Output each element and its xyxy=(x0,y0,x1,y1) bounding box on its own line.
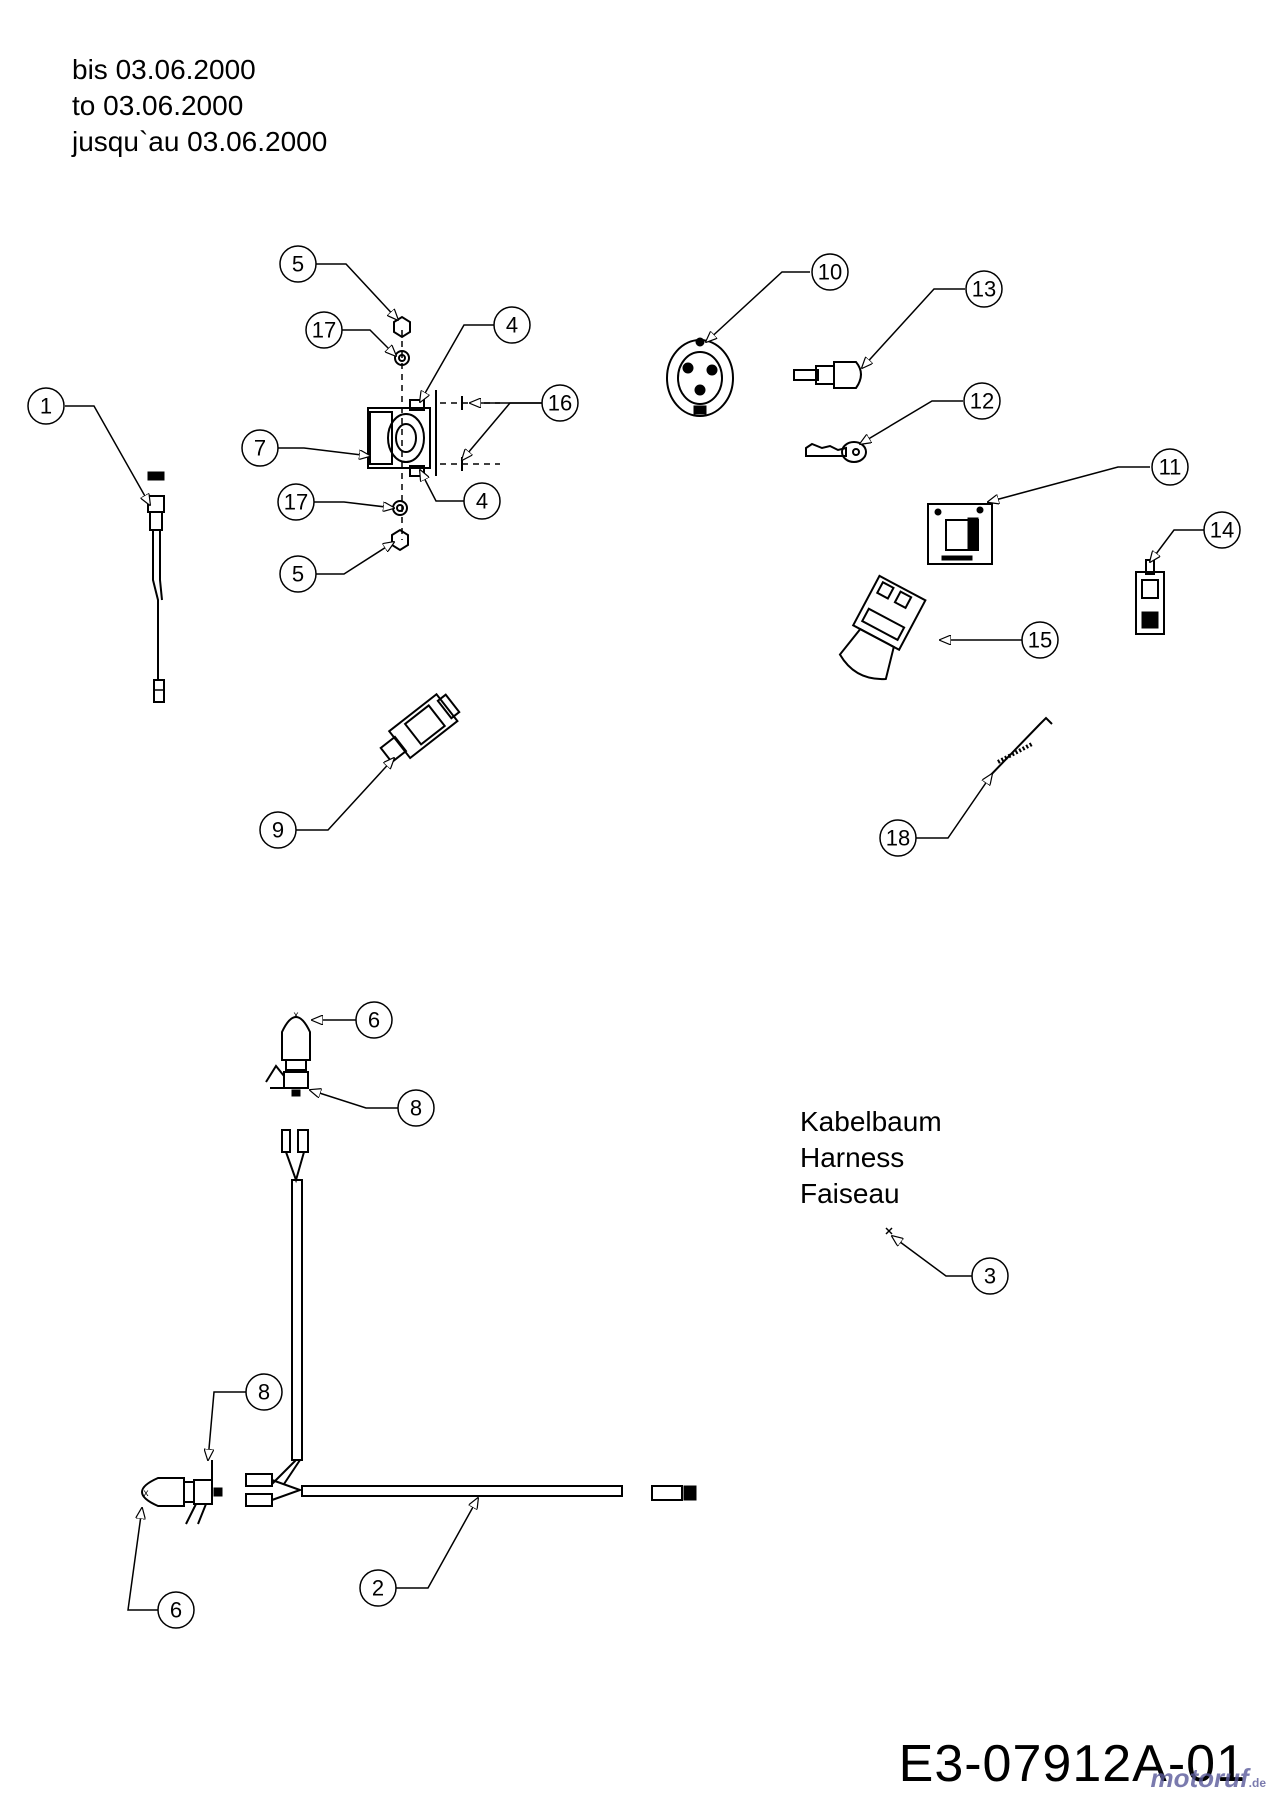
svg-text:1: 1 xyxy=(40,394,52,419)
svg-text:12: 12 xyxy=(970,389,994,414)
callout-4-bottom: 4 xyxy=(463,482,501,520)
header-note-fr: jusqu`au 03.06.2000 xyxy=(72,126,328,157)
watermark-logo: motoruf.de xyxy=(1150,1763,1266,1794)
svg-text:17: 17 xyxy=(284,490,308,515)
svg-text:18: 18 xyxy=(886,826,910,851)
svg-text:13: 13 xyxy=(972,277,996,302)
washer-upper xyxy=(394,350,410,366)
svg-text:x: x xyxy=(294,1010,299,1021)
callout-17-bottom: 17 xyxy=(277,483,315,521)
watermark-name: motoruf xyxy=(1150,1763,1249,1793)
callout-9: 9 xyxy=(259,811,297,849)
callout-8-top: 8 xyxy=(397,1089,435,1127)
header-note-de: bis 03.06.2000 xyxy=(72,54,256,85)
callout-10: 10 xyxy=(811,253,849,291)
part-11-board xyxy=(927,503,993,565)
washer-lower xyxy=(392,500,408,516)
svg-text:8: 8 xyxy=(258,1380,270,1405)
part-12-key xyxy=(805,441,867,463)
part-6-bulb-top: x xyxy=(281,1010,311,1071)
part-15-rotary-switch xyxy=(838,574,927,680)
svg-text:8: 8 xyxy=(410,1096,422,1121)
svg-text:14: 14 xyxy=(1210,518,1234,543)
callout-14: 14 xyxy=(1203,511,1241,549)
callout-3: 3 xyxy=(971,1257,1009,1295)
svg-text:2: 2 xyxy=(372,1576,384,1601)
part-9-switch xyxy=(379,692,461,764)
part-7-bracket xyxy=(367,407,431,469)
svg-text:4: 4 xyxy=(506,313,518,338)
part-13-key-with-cap xyxy=(793,361,862,389)
drawing-code: E3-07912A-01 xyxy=(898,1735,1246,1793)
part-8-socket-bottom xyxy=(185,1460,223,1525)
callout-17-top: 17 xyxy=(305,311,343,349)
callout-11: 11 xyxy=(1151,448,1189,486)
svg-text:3: 3 xyxy=(984,1264,996,1289)
callout-5-top: 5 xyxy=(279,245,317,283)
part-2-harness xyxy=(245,1129,697,1507)
callout-4-top: 4 xyxy=(493,306,531,344)
callout-18: 18 xyxy=(879,819,917,857)
callout-16: 16 xyxy=(541,384,579,422)
svg-text:5: 5 xyxy=(292,562,304,587)
callout-7: 7 xyxy=(241,429,279,467)
harness-label-en: Harness xyxy=(800,1142,905,1173)
svg-text:6: 6 xyxy=(368,1008,380,1033)
header-note-en: to 03.06.2000 xyxy=(72,90,244,121)
svg-text:7: 7 xyxy=(254,436,266,461)
part-6-bulb-bottom: x xyxy=(141,1477,195,1507)
watermark-suffix: .de xyxy=(1248,1776,1266,1790)
part-8-socket-top xyxy=(265,1064,309,1097)
harness-label-fr: Faiseau xyxy=(800,1178,900,1209)
part-1-cable xyxy=(147,471,165,703)
leader-lines xyxy=(65,263,1204,1611)
callout-8-bottom: 8 xyxy=(245,1373,283,1411)
callout-1: 1 xyxy=(27,387,65,425)
nut-lower xyxy=(391,528,409,552)
svg-text:15: 15 xyxy=(1028,628,1052,653)
svg-text:17: 17 xyxy=(312,318,336,343)
part-10-ignition-switch xyxy=(666,337,734,417)
harness-label-de: Kabelbaum xyxy=(800,1106,942,1137)
svg-text:11: 11 xyxy=(1159,455,1182,480)
callout-5-bottom: 5 xyxy=(279,555,317,593)
callout-2: 2 xyxy=(359,1569,397,1607)
callouts: 1 2 3 4 4 5 5 6 6 7 8 8 9 10 11 12 13 14… xyxy=(27,245,1241,1629)
svg-text:16: 16 xyxy=(548,391,572,416)
callout-15: 15 xyxy=(1021,621,1059,659)
callout-13: 13 xyxy=(965,270,1003,308)
svg-text:10: 10 xyxy=(818,260,842,285)
part-18-clip xyxy=(983,716,1053,783)
callout-6-top: 6 xyxy=(355,1001,393,1039)
part-3-marker xyxy=(885,1227,893,1235)
svg-text:6: 6 xyxy=(170,1598,182,1623)
nut-upper xyxy=(393,315,411,339)
svg-text:x: x xyxy=(144,1488,149,1499)
part-14-relay xyxy=(1135,559,1165,635)
callout-6-bottom: 6 xyxy=(157,1591,195,1629)
callout-12: 12 xyxy=(963,382,1001,420)
svg-text:5: 5 xyxy=(292,252,304,277)
svg-text:4: 4 xyxy=(476,489,488,514)
svg-text:9: 9 xyxy=(272,818,284,843)
